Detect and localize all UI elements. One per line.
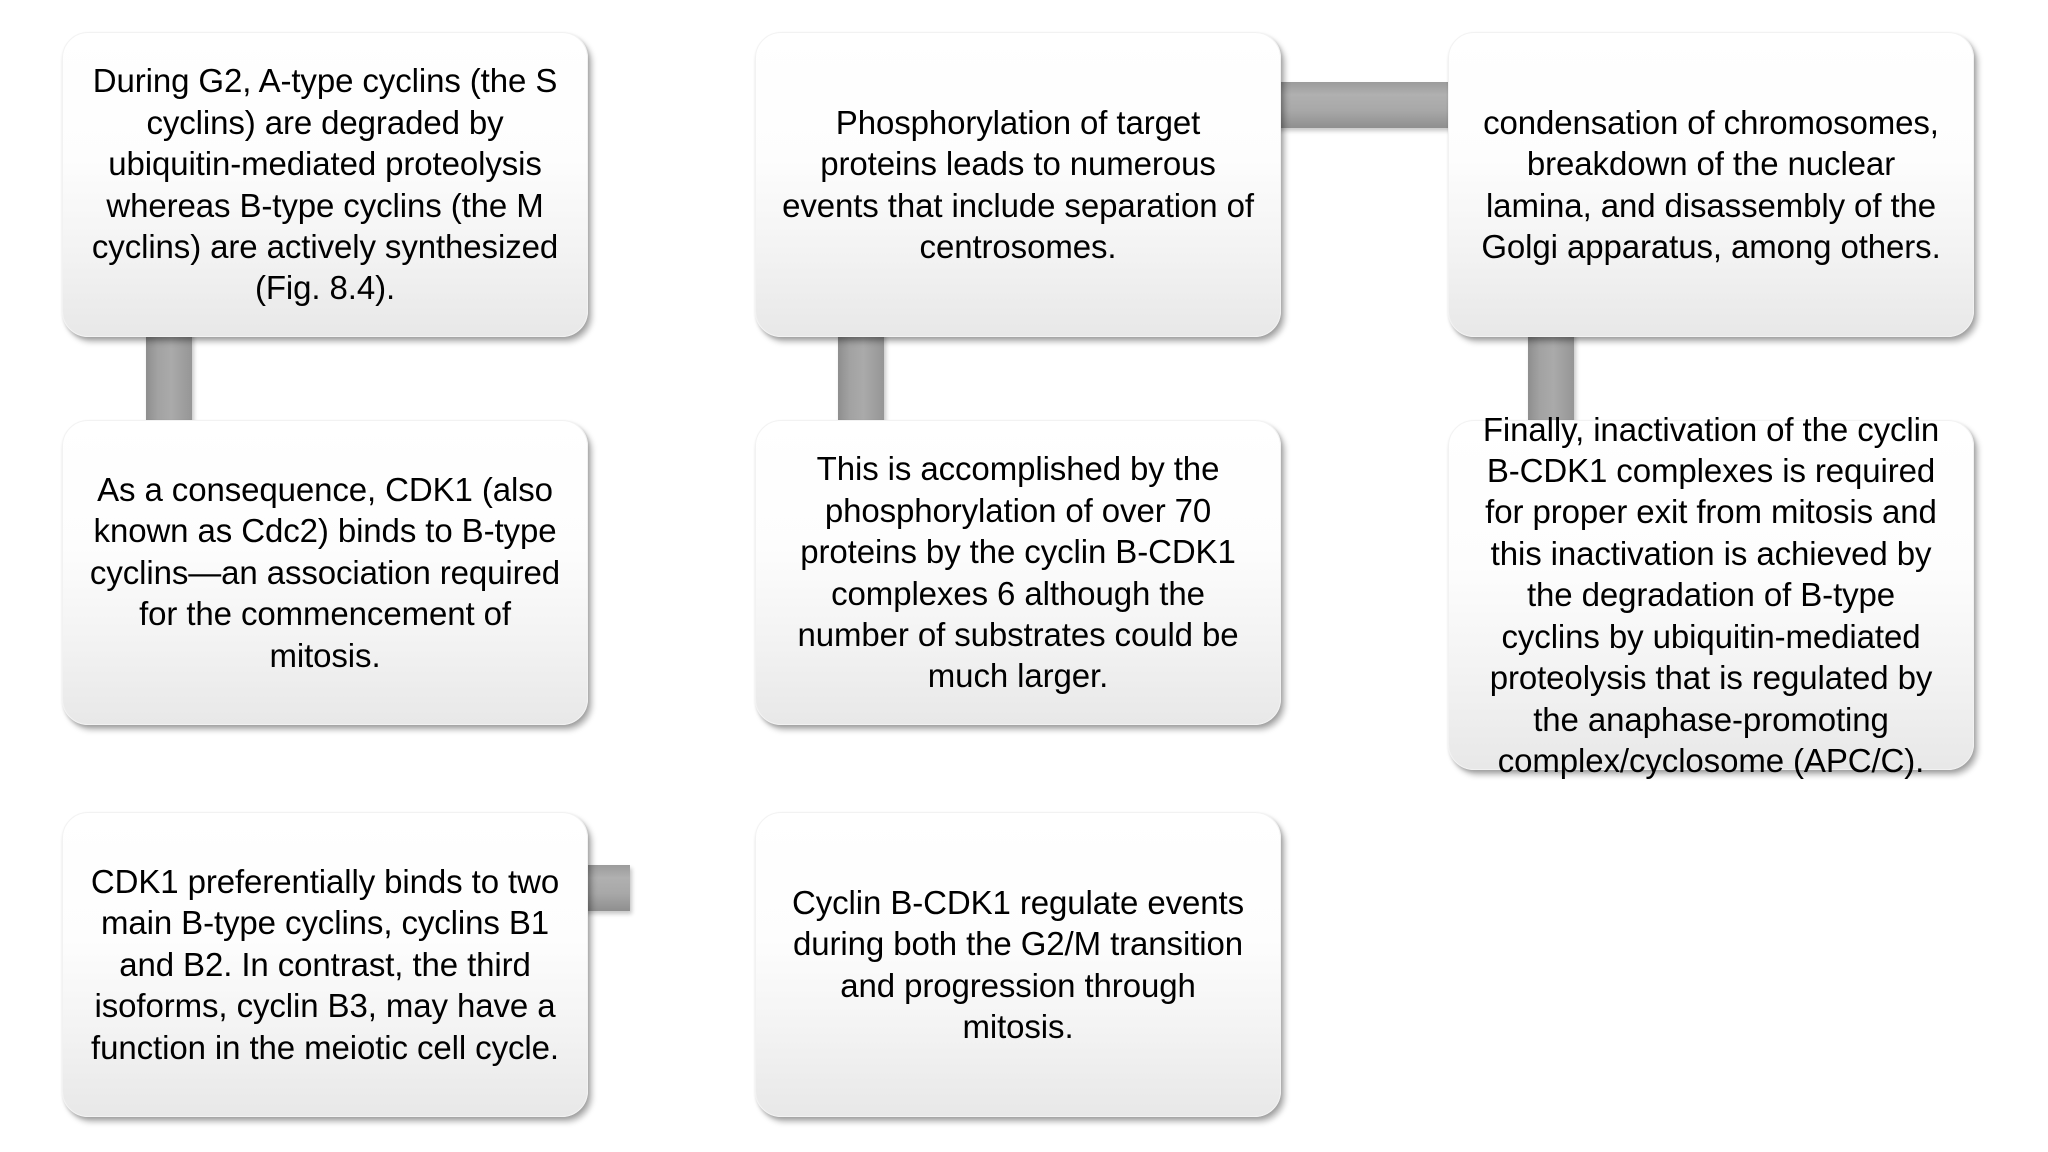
node-text: Finally, inactivation of the cyclin B-CD… xyxy=(1482,410,1940,779)
process-node-n5[interactable]: This is accomplished by the phosphorylat… xyxy=(755,420,1281,725)
process-node-n8[interactable]: Finally, inactivation of the cyclin B-CD… xyxy=(1448,411,1974,779)
process-node-n4[interactable]: Phosphorylation of target proteins leads… xyxy=(755,32,1281,337)
process-node-n7[interactable]: condensation of chromosomes, breakdown o… xyxy=(1448,32,1974,337)
process-node-n6[interactable]: Cyclin B-CDK1 regulate events during bot… xyxy=(755,812,1281,1117)
process-node-n3[interactable]: CDK1 preferentially binds to two main B-… xyxy=(62,812,588,1117)
node-text: condensation of chromosomes, breakdown o… xyxy=(1481,103,1941,265)
connector-n4-to-n7 xyxy=(1255,82,1465,128)
node-text: During G2, A-type cyclins (the S cyclins… xyxy=(91,62,559,307)
process-node-n1[interactable]: During G2, A-type cyclins (the S cyclins… xyxy=(62,32,588,337)
process-node-n2[interactable]: As a consequence, CDK1 (also known as Cd… xyxy=(62,420,588,725)
node-text: CDK1 preferentially binds to two main B-… xyxy=(90,862,560,1066)
node-text: This is accomplished by the phosphorylat… xyxy=(797,450,1239,695)
node-text: Phosphorylation of target proteins leads… xyxy=(782,103,1254,265)
node-text: Cyclin B-CDK1 regulate events during bot… xyxy=(792,883,1244,1045)
node-text: As a consequence, CDK1 (also known as Cd… xyxy=(89,470,561,674)
